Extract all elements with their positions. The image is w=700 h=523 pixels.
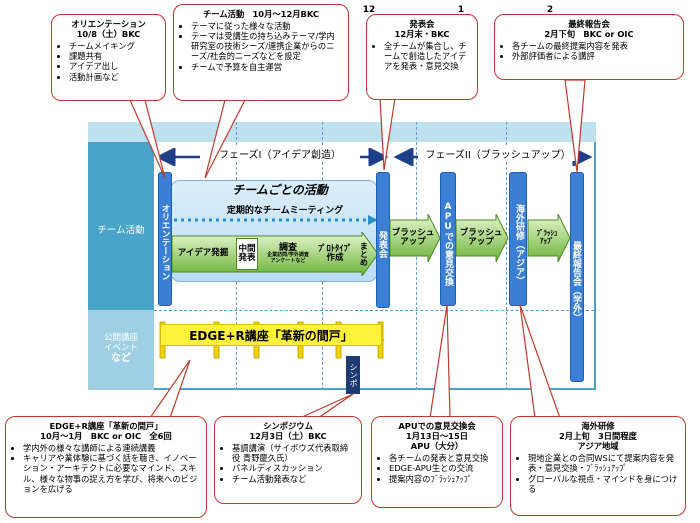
steps-arrow-bg	[172, 232, 378, 276]
list-item: 各チームの発表と意見交換	[389, 453, 496, 463]
list-item: 現地企業との合同WSにて提案内容を発表・意見交換・ﾌﾞﾗｯｼｭｱｯﾌﾟ	[528, 453, 679, 473]
row-label-team: チーム活動	[97, 225, 145, 236]
row-divider	[154, 310, 594, 311]
list-item: テーマは受講生の持ち込みテーマ/学内研究室の技術シーズ/連携企業からのニーズ/社…	[191, 31, 342, 61]
step-summary: まとめ	[359, 242, 369, 266]
list-item: 全チームが集合し、チームで創造したアイデアを発表・意見交換	[384, 41, 471, 71]
month-separator	[506, 122, 507, 390]
callout-presentation: 発表会 12月末・BKC 全チームが集合し、チームで創造したアイデアを発表・意見…	[366, 14, 478, 100]
meeting-label: 定期的なチームミーティング	[226, 206, 344, 216]
list-item: 活動計画など	[69, 72, 159, 82]
callout-orientation: オリエンテーション 10/8（土）BKC チームメイキング 課題共有 アイデア出…	[51, 14, 166, 101]
list-item: 提案内容のﾌﾞﾗｯｼｭｱｯﾌﾟ	[389, 474, 496, 484]
list-item: 外部評価者による講評	[512, 51, 677, 61]
step-idea: アイデア発掘	[177, 248, 229, 259]
callout-apu: APUでの意見交換会 1月13日～15日 APU（大分） 各チームの発表と意見交…	[371, 416, 503, 508]
callout-symposium: シンポジウム 12月3日（土）BKC 基調講演（サイボウズ代表取締役 青野慶久氏…	[214, 416, 362, 504]
bar-final: 最終報告会（学外）	[570, 172, 584, 382]
list-item: アイデア出し	[69, 61, 159, 71]
month-12: 12	[362, 5, 376, 15]
list-item: パネルディスカッション	[232, 463, 355, 473]
team-activity-title: チームごとの活動	[232, 183, 328, 197]
list-item: 学内外の様々な講師による連続講義	[23, 443, 200, 453]
list-item: グローバルな視点・マインドを身につける	[528, 474, 679, 494]
symposium-tag: シンポ	[346, 356, 360, 394]
list-item: 基調講演（サイボウズ代表取締役 青野慶久氏）	[232, 443, 355, 463]
brushup-arrows	[389, 214, 571, 262]
step-prototype: ﾌﾟﾛﾄﾀｲﾌﾟ作成	[317, 243, 352, 263]
list-item: 課題共有	[69, 51, 159, 61]
step-interim: 中間発表	[236, 238, 258, 270]
step-brushup-1: ブラッシュアップ	[391, 227, 435, 247]
phase2-label: フェーズII（ブラッシュアップ）	[418, 146, 578, 161]
list-item: テーマに従った様々な活動	[191, 21, 342, 31]
list-item: チームで予算を自主運営	[191, 62, 342, 72]
list-item: 各チームの最終提案内容を発表	[512, 41, 677, 51]
month-1: 1	[457, 5, 465, 15]
row-label-public: 公開講座 イベント など	[103, 333, 138, 365]
meeting-arrow	[174, 215, 378, 225]
step-survey: 調査 企業訪問/学外調査 アンケートなど	[267, 242, 309, 264]
row-label-team-bg	[88, 142, 154, 310]
callout-overseas: 海外研修 2月上旬 3日間程度 アジア地域 現地企業との合同WSにて提案内容を発…	[510, 416, 686, 516]
list-item: EDGE-APU生との交流	[389, 463, 496, 473]
bar-orientation: オリエンテーション	[158, 172, 172, 306]
callout-team-activity: チーム活動 10月～12月BKC テーマに従った様々な活動 テーマは受講生の持ち…	[173, 4, 349, 101]
list-item: キャリアや業体験に基づく話を聴き、イノベーション・アーキテクトに必要なマインド、…	[23, 453, 200, 493]
step-brushup-3: ﾌﾞﾗｯｼｭｱｯﾌﾟ	[536, 229, 558, 245]
edge-banner: EDGE+R講座「革新の間戸」	[160, 324, 382, 346]
bar-overseas: 海外研修（アジア）	[509, 172, 527, 306]
callout-final-report: 最終報告会 2月下旬 BKC or OIC 各チームの最終提案内容を発表 外部評…	[494, 14, 684, 80]
step-brushup-2: ブラッシュアップ	[459, 227, 503, 247]
list-item: チームメイキング	[69, 41, 159, 51]
list-item: チーム活動発表など	[232, 474, 355, 484]
phase1-label: フェーズI（アイデア創造）	[200, 146, 360, 161]
month-2: 2	[546, 5, 554, 15]
row-label-public-bg	[88, 310, 154, 390]
callout-edge-course: EDGE+R講座「革新の間戸」 10月～1月 BKC or OIC 全6回 学内…	[5, 416, 207, 518]
